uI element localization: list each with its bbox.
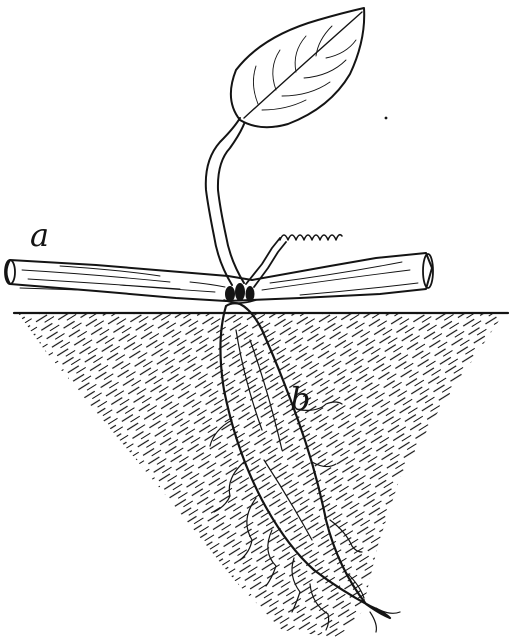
- node-buds: [224, 283, 256, 303]
- cutting-a: [5, 253, 433, 301]
- leaf: [231, 8, 364, 127]
- stem: [206, 118, 240, 285]
- tendril-shoot: [246, 235, 342, 287]
- ink-dot: [385, 117, 388, 120]
- soil-region: [18, 313, 504, 638]
- label-a: a: [30, 216, 49, 254]
- label-b: b: [290, 380, 310, 418]
